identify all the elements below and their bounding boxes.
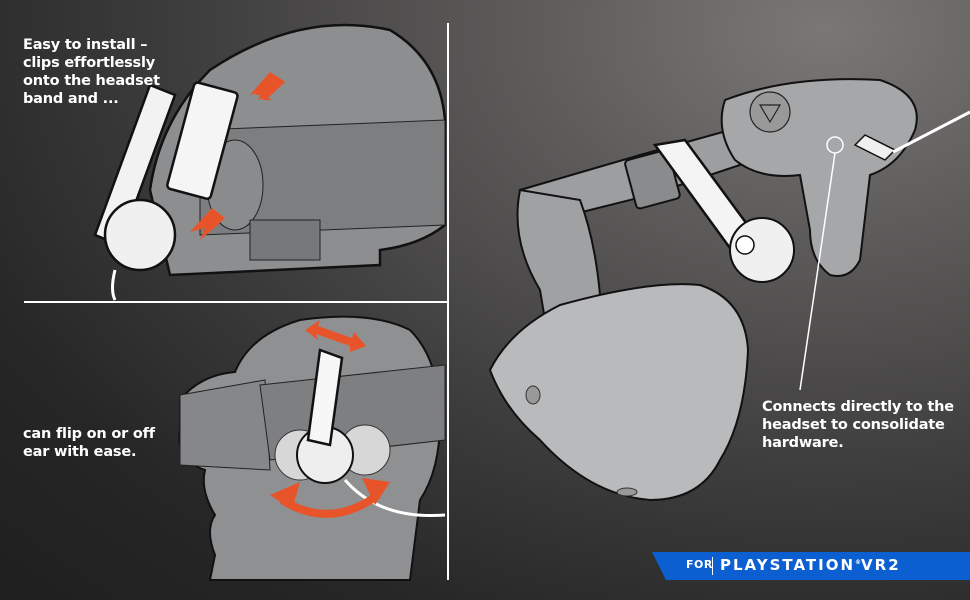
install-caption-line: band and ... xyxy=(23,91,119,107)
flip-caption-line: can flip on or off xyxy=(23,426,155,442)
vertical-divider xyxy=(447,23,449,580)
install-caption-line: clips effortlessly xyxy=(23,55,155,71)
install-caption: Easy to install – clips effortlessly ont… xyxy=(23,36,160,108)
connect-caption: Connects directly to the headset to cons… xyxy=(762,398,954,452)
install-caption-line: Easy to install – xyxy=(23,37,148,53)
banner-model: VR2 xyxy=(861,556,901,574)
horizontal-divider xyxy=(24,301,447,303)
connect-caption-line: Connects directly to the xyxy=(762,399,954,415)
headset-side-illustration xyxy=(148,23,447,277)
playstation-vr2-banner: FOR PLAYSTATION®VR2 xyxy=(652,552,970,580)
flip-caption-line: ear with ease. xyxy=(23,444,137,460)
vr2-mic-illustration xyxy=(624,110,970,391)
install-arrow-icons xyxy=(190,72,285,240)
banner-brand-name: PLAYSTATION xyxy=(720,556,856,574)
banner-separator xyxy=(712,557,713,575)
flip-caption: can flip on or off ear with ease. xyxy=(23,425,155,461)
head-profile-illustration xyxy=(178,315,446,581)
banner-prefix: FOR xyxy=(686,558,713,571)
flip-arrow-icons xyxy=(270,320,390,518)
connect-caption-line: hardware. xyxy=(762,435,844,451)
install-caption-line: onto the headset xyxy=(23,73,160,89)
connect-caption-line: headset to consolidate xyxy=(762,417,945,433)
mic-clip-illustration xyxy=(93,81,239,301)
banner-brand: PLAYSTATION®VR2 xyxy=(720,556,901,574)
registered-mark: ® xyxy=(855,559,862,566)
banner-background xyxy=(652,552,970,580)
